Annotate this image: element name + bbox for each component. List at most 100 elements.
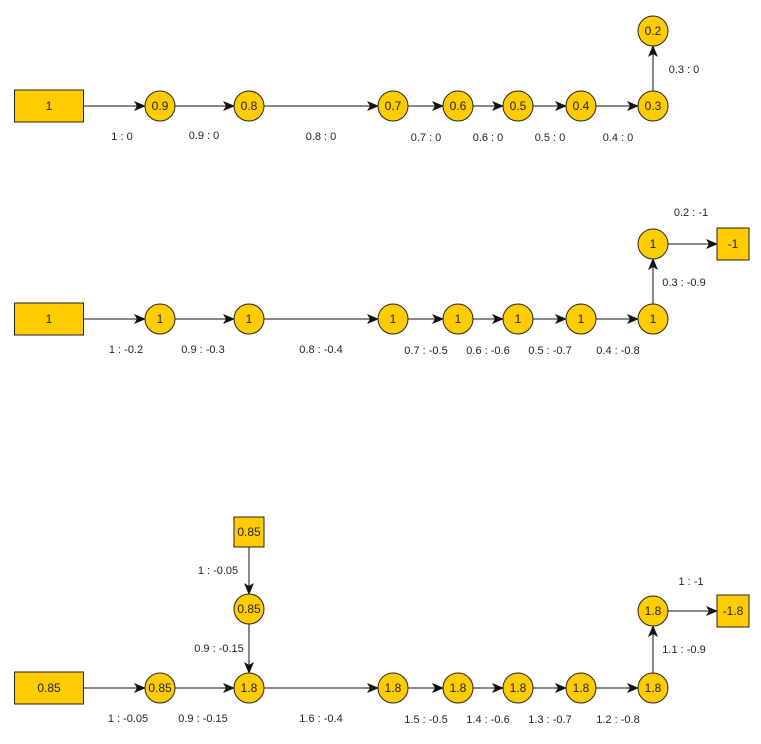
circle-node[interactable]: 1 bbox=[637, 303, 669, 335]
node-shape bbox=[144, 303, 176, 335]
node-label: 1 bbox=[515, 312, 522, 326]
node-label: 0.9 bbox=[152, 99, 169, 113]
edge-label: 0.3 : 0 bbox=[669, 64, 700, 76]
circle-node[interactable]: 0.2 bbox=[637, 15, 669, 47]
box-node[interactable]: 1 bbox=[14, 302, 84, 336]
edge-label: 1 : -0.05 bbox=[108, 713, 148, 725]
node-label: 1.8 bbox=[241, 681, 258, 695]
node-label: 0.85 bbox=[237, 525, 261, 539]
circle-node[interactable]: 1.8 bbox=[442, 672, 474, 704]
node-shape bbox=[565, 90, 597, 122]
node-shape bbox=[565, 672, 597, 704]
circle-node[interactable]: 1 bbox=[637, 228, 669, 260]
edge-label: 1.5 : -0.5 bbox=[404, 714, 447, 726]
node-shape bbox=[14, 671, 84, 705]
circle-node[interactable]: 1.8 bbox=[637, 672, 669, 704]
node-shape bbox=[233, 593, 265, 625]
node-shape bbox=[442, 303, 474, 335]
node-label: 1.8 bbox=[450, 681, 467, 695]
node-label: 1.8 bbox=[645, 604, 662, 618]
edge-label: 1.4 : -0.6 bbox=[466, 714, 509, 726]
node-label: 1 bbox=[650, 312, 657, 326]
node-shape bbox=[637, 595, 669, 627]
edge-label: 0.2 : -1 bbox=[674, 207, 708, 219]
edge-label: 0.4 : -0.8 bbox=[596, 345, 639, 357]
edge-label: 0.9 : -0.3 bbox=[181, 344, 224, 356]
node-label: 0.5 bbox=[510, 99, 527, 113]
node-shape bbox=[144, 90, 176, 122]
edge-label: 0.3 : -0.9 bbox=[662, 277, 705, 289]
edge-label: 1.6 : -0.4 bbox=[299, 713, 342, 725]
edge-label: 1.2 : -0.8 bbox=[596, 714, 639, 726]
node-label: 0.8 bbox=[241, 99, 258, 113]
circle-node[interactable]: 0.7 bbox=[377, 90, 409, 122]
edge-label: 0.6 : -0.6 bbox=[466, 345, 509, 357]
box-node[interactable]: 1 bbox=[14, 89, 84, 123]
node-shape bbox=[377, 303, 409, 335]
circle-node[interactable]: 0.8 bbox=[233, 90, 265, 122]
node-shape bbox=[14, 302, 84, 336]
circle-node[interactable]: 1.8 bbox=[502, 672, 534, 704]
node-label: 1.8 bbox=[385, 681, 402, 695]
circle-node[interactable]: 1 bbox=[233, 303, 265, 335]
node-label: 1.8 bbox=[510, 681, 527, 695]
circle-node[interactable]: 1 bbox=[502, 303, 534, 335]
node-shape bbox=[502, 303, 534, 335]
box-node[interactable]: -1.8 bbox=[716, 594, 750, 628]
node-label: 1 bbox=[246, 312, 253, 326]
node-shape bbox=[14, 89, 84, 123]
node-shape bbox=[442, 672, 474, 704]
edge-label: 0.4 : 0 bbox=[603, 132, 634, 144]
circle-node[interactable]: 0.9 bbox=[144, 90, 176, 122]
edge-label: 0.9 : -0.15 bbox=[194, 643, 244, 655]
node-shape bbox=[637, 228, 669, 260]
circle-node[interactable]: 0.85 bbox=[144, 672, 176, 704]
edge-label: 0.7 : 0 bbox=[411, 132, 442, 144]
node-label: 1 bbox=[46, 99, 53, 113]
node-label: 1.8 bbox=[573, 681, 590, 695]
edge-label: 1 : -0.05 bbox=[198, 565, 238, 577]
circle-node[interactable]: 1 bbox=[377, 303, 409, 335]
box-node[interactable]: 0.85 bbox=[14, 671, 84, 705]
box-node[interactable]: 0.85 bbox=[233, 516, 265, 548]
node-label: 1 bbox=[650, 237, 657, 251]
node-label: 1 bbox=[157, 312, 164, 326]
node-label: 0.3 bbox=[645, 99, 662, 113]
circle-node[interactable]: 0.85 bbox=[233, 593, 265, 625]
node-label: 0.85 bbox=[237, 602, 261, 616]
node-label: 0.4 bbox=[573, 99, 590, 113]
circle-node[interactable]: 1.8 bbox=[233, 672, 265, 704]
circle-node[interactable]: 0.6 bbox=[442, 90, 474, 122]
node-label: 1 bbox=[46, 312, 53, 326]
circle-node[interactable]: 1.8 bbox=[637, 595, 669, 627]
edge-label: 0.5 : -0.7 bbox=[528, 345, 571, 357]
node-shape bbox=[637, 303, 669, 335]
node-label: 1 bbox=[455, 312, 462, 326]
node-shape bbox=[233, 303, 265, 335]
node-shape bbox=[502, 90, 534, 122]
circle-node[interactable]: 0.3 bbox=[637, 90, 669, 122]
edge-label: 0.7 : -0.5 bbox=[404, 345, 447, 357]
circle-node[interactable]: 1 bbox=[144, 303, 176, 335]
circle-node[interactable]: 0.4 bbox=[565, 90, 597, 122]
edge-label: 1 : -0.2 bbox=[109, 344, 143, 356]
box-node[interactable]: -1 bbox=[716, 227, 750, 261]
node-label: 1 bbox=[578, 312, 585, 326]
circle-node[interactable]: 0.5 bbox=[502, 90, 534, 122]
edge-label: 1 : 0 bbox=[111, 131, 132, 143]
circle-node[interactable]: 1.8 bbox=[565, 672, 597, 704]
node-label: -1.8 bbox=[723, 604, 744, 618]
node-label: 1 bbox=[390, 312, 397, 326]
node-label: 0.85 bbox=[37, 681, 61, 695]
edge-label: 1.3 : -0.7 bbox=[528, 714, 571, 726]
edge-label: 0.9 : -0.15 bbox=[178, 713, 228, 725]
circle-node[interactable]: 1 bbox=[565, 303, 597, 335]
node-label: 0.6 bbox=[450, 99, 467, 113]
node-shape bbox=[233, 516, 265, 548]
node-shape bbox=[233, 90, 265, 122]
edge-label: 0.8 : -0.4 bbox=[299, 344, 342, 356]
node-shape bbox=[377, 672, 409, 704]
circle-node[interactable]: 1 bbox=[442, 303, 474, 335]
circle-node[interactable]: 1.8 bbox=[377, 672, 409, 704]
